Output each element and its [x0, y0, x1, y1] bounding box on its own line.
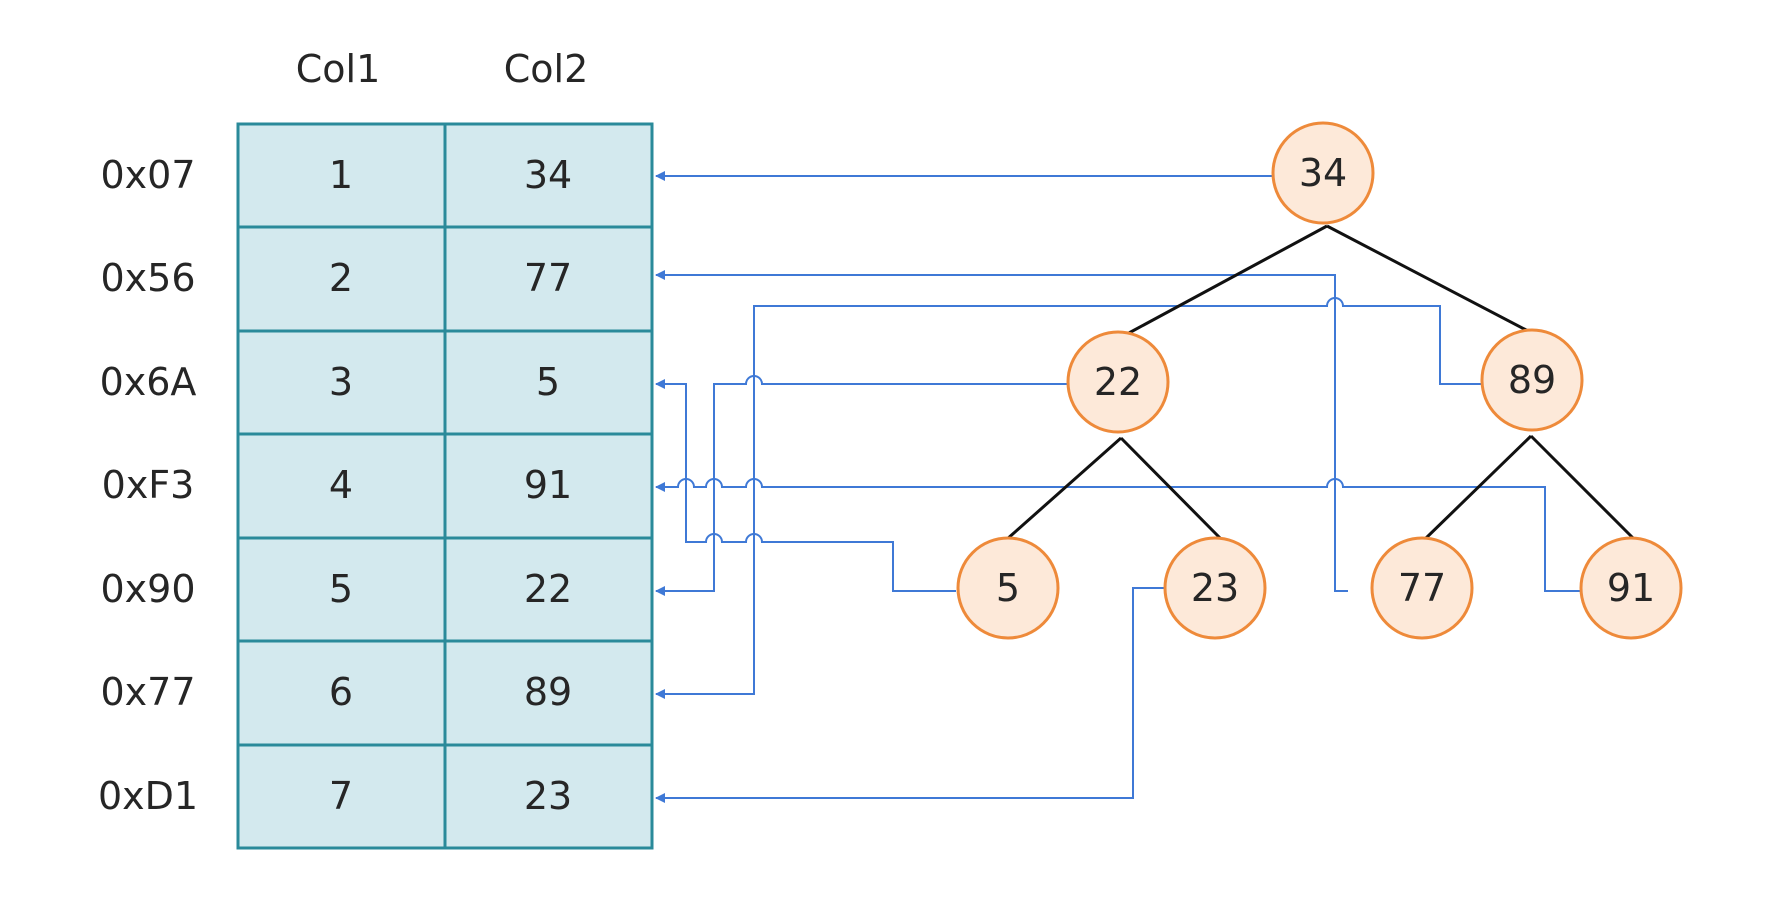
node-circle	[1370, 536, 1474, 640]
tree-node-5: 5	[956, 536, 1060, 640]
tree-node-77: 77	[1370, 536, 1474, 640]
table-cell	[236, 122, 447, 229]
node-label: 77	[1398, 566, 1446, 610]
table-cell	[443, 639, 654, 747]
table-cell	[443, 329, 654, 436]
column-header-col2: Col2	[504, 47, 589, 91]
cell-col2: 91	[524, 463, 572, 507]
table	[236, 122, 654, 850]
row-address: 0x07	[100, 153, 195, 197]
pointer-line	[655, 379, 956, 592]
node-label: 23	[1191, 566, 1239, 610]
table-row	[236, 225, 654, 333]
table-cell	[236, 743, 447, 850]
node-circle	[1480, 328, 1584, 432]
tree-edge	[1119, 436, 1224, 542]
column-header-col1: Col1	[296, 47, 381, 91]
cell-col2: 34	[524, 153, 572, 197]
node-label: 5	[996, 566, 1020, 610]
cell-col1: 1	[329, 153, 353, 197]
table-cell	[443, 122, 654, 229]
cell-col2: 5	[536, 360, 560, 404]
row-texts: 0x07 1 34 0x56 2 77 0x6A 3 5 0xF3 4 91 0…	[98, 153, 572, 818]
table-row	[236, 536, 654, 643]
tree-edge	[1422, 434, 1533, 542]
node-circle	[1271, 121, 1375, 225]
node-label: 89	[1508, 358, 1556, 402]
cell-col1: 6	[329, 670, 353, 714]
tree-edge	[1005, 436, 1122, 542]
tree-node-22: 22	[1066, 330, 1170, 434]
node-circle	[1066, 330, 1170, 434]
node-label: 34	[1299, 151, 1347, 195]
pointer-line	[655, 375, 1068, 596]
cell-col2: 23	[524, 774, 572, 818]
row-address: 0x77	[100, 670, 195, 714]
table-cell	[443, 432, 654, 540]
pointer-line	[655, 478, 1584, 592]
tree-node-91: 91	[1579, 536, 1683, 640]
node-circle	[1579, 536, 1683, 640]
cell-col1: 4	[329, 463, 353, 507]
row-address: 0xD1	[98, 774, 198, 818]
table-cell	[443, 225, 654, 333]
row-address: 0x56	[100, 256, 195, 300]
pointer-line	[655, 297, 1484, 699]
cell-col1: 2	[329, 256, 353, 300]
tree-node-89: 89	[1480, 328, 1584, 432]
row-address: 0x90	[100, 567, 195, 611]
cell-col1: 7	[329, 774, 353, 818]
tree-edges	[1005, 224, 1635, 542]
row-address: 0x6A	[100, 360, 197, 404]
table-cell	[443, 536, 654, 643]
tree-edge	[1126, 224, 1328, 336]
tree-node-23: 23	[1163, 536, 1267, 640]
tree-edge	[1326, 224, 1531, 334]
pointer-line	[655, 587, 1164, 803]
cell-col1: 3	[329, 360, 353, 404]
pointer-lines	[655, 171, 1584, 803]
table-row	[236, 743, 654, 850]
table-row	[236, 639, 654, 747]
pointer-line	[655, 270, 1348, 592]
table-row	[236, 432, 654, 540]
table-cell	[236, 225, 447, 333]
table-cell	[443, 743, 654, 850]
cell-col2: 77	[524, 256, 572, 300]
node-circle	[1163, 536, 1267, 640]
node-label: 22	[1094, 360, 1142, 404]
cell-col1: 5	[329, 567, 353, 611]
tree-edge	[1529, 434, 1635, 540]
node-circle	[956, 536, 1060, 640]
tree-nodes: 34 22 89 5 23 77 91	[956, 121, 1683, 640]
cell-col2: 89	[524, 670, 572, 714]
table-row	[236, 122, 654, 229]
cell-col2: 22	[524, 567, 572, 611]
table-row	[236, 329, 654, 436]
node-label: 91	[1607, 566, 1655, 610]
tree-node-34: 34	[1271, 121, 1375, 225]
row-address: 0xF3	[102, 463, 195, 507]
